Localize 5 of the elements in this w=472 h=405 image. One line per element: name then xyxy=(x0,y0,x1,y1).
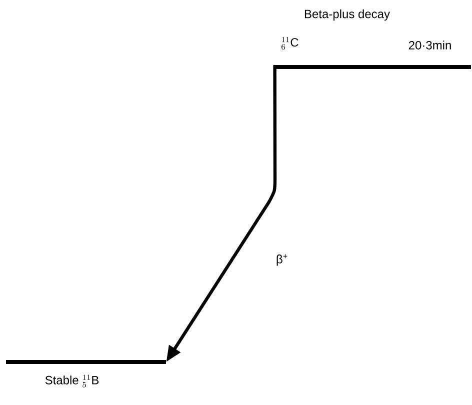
level-label: 20·3min xyxy=(408,40,451,50)
level-label: $\mathrm{Stable}\;{}^{11}_{5}\mathrm{B}$ xyxy=(45,374,99,388)
edge-label: β$^{+}$ xyxy=(276,254,288,266)
level-label: ${}^{11}_{6}\mathrm{C}$ xyxy=(282,36,298,50)
title: Beta-plus decay xyxy=(304,9,390,21)
